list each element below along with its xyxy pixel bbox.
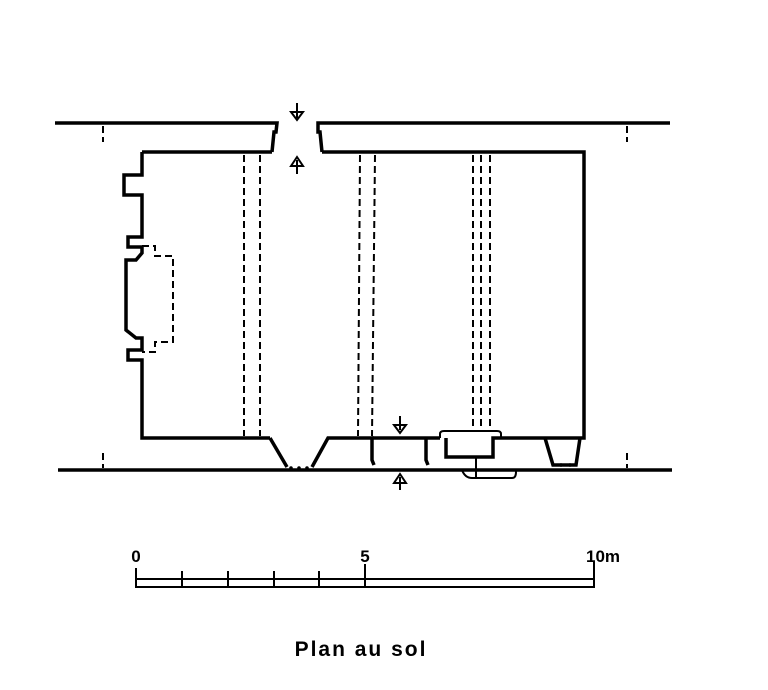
arrow-up-icon bbox=[289, 155, 305, 174]
scale-bar: 0 5 10m bbox=[131, 547, 620, 588]
arrow-up-icon bbox=[392, 472, 408, 490]
bottom-right-bay bbox=[543, 437, 582, 467]
plan-title: Plan au sol bbox=[295, 638, 428, 661]
building-outline bbox=[122, 150, 586, 440]
scale-label-0: 0 bbox=[131, 547, 140, 566]
arrow-down-icon bbox=[392, 416, 408, 435]
dashed-annex bbox=[142, 245, 174, 353]
bottom-left-bay bbox=[268, 436, 376, 468]
scale-label-5: 5 bbox=[360, 547, 369, 566]
stair-box bbox=[444, 436, 545, 459]
bottom-entrance bbox=[372, 436, 440, 466]
top-entrance bbox=[270, 121, 324, 153]
arrow-down-icon bbox=[289, 103, 305, 122]
stair-top bbox=[439, 430, 502, 438]
scale-label-10: 10m bbox=[586, 547, 620, 566]
dashed-beams bbox=[243, 154, 491, 437]
step-oval bbox=[461, 458, 517, 479]
